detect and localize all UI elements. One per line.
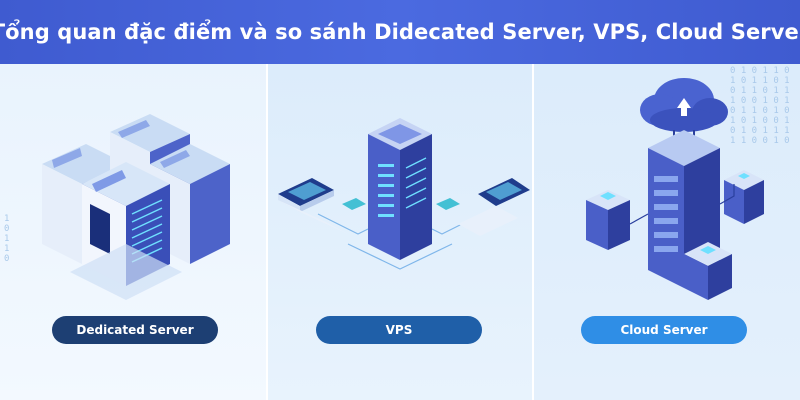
- laptop-icon: [278, 178, 348, 234]
- server-stack-icon: [724, 170, 764, 224]
- dedicated-server-illustration: [42, 114, 230, 300]
- cloud-server-illustration: [586, 78, 764, 300]
- server-stack-icon: [586, 190, 630, 250]
- binary-decoration: 1 0 1 1 0: [4, 214, 10, 264]
- page-title: Tổng quan đặc điểm và so sánh Didecated …: [0, 20, 800, 44]
- dedicated-server-label: Dedicated Server: [52, 316, 218, 344]
- cloud-icon: [640, 78, 728, 132]
- upload-arrow-icon: [677, 98, 691, 116]
- panel-divider: [532, 64, 534, 400]
- laptop-icon: [458, 178, 530, 236]
- dedicated-server-panel: 1 0 1 1 0: [0, 64, 266, 400]
- panel-divider: [266, 64, 268, 400]
- vps-panel: VPS: [268, 64, 532, 400]
- cloud-server-label: Cloud Server: [581, 316, 747, 344]
- binary-decoration: 0 1 0 1 1 0 1 0 1 1 0 1 0 1 1 0 1 1 1 0 …: [730, 66, 790, 146]
- server-tower-icon: [368, 118, 432, 260]
- header-banner: Tổng quan đặc điểm và so sánh Didecated …: [0, 0, 800, 64]
- server-stack-icon: [684, 242, 732, 300]
- cloud-server-panel: 0 1 0 1 1 0 1 0 1 1 0 1 0 1 1 0 1 1 1 0 …: [534, 64, 800, 400]
- vps-illustration: [278, 118, 530, 270]
- vps-label: VPS: [316, 316, 482, 344]
- server-rack-icon: [150, 144, 230, 264]
